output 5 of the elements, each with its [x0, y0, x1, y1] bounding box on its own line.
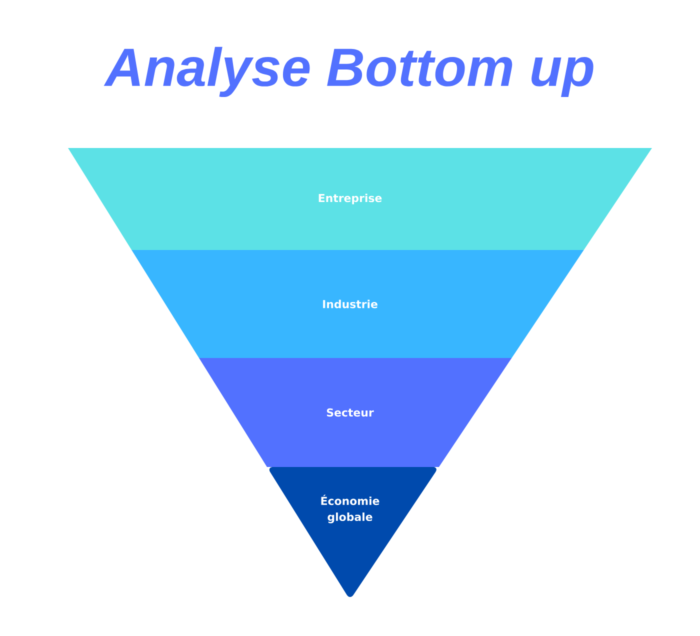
funnel-band: Industrie [132, 250, 584, 358]
funnel-band: Entreprise [68, 148, 652, 250]
funnel-band: Économie globale [269, 467, 436, 598]
title: Analyse Bottom up [104, 46, 594, 98]
funnel-band: Secteur [199, 358, 512, 467]
